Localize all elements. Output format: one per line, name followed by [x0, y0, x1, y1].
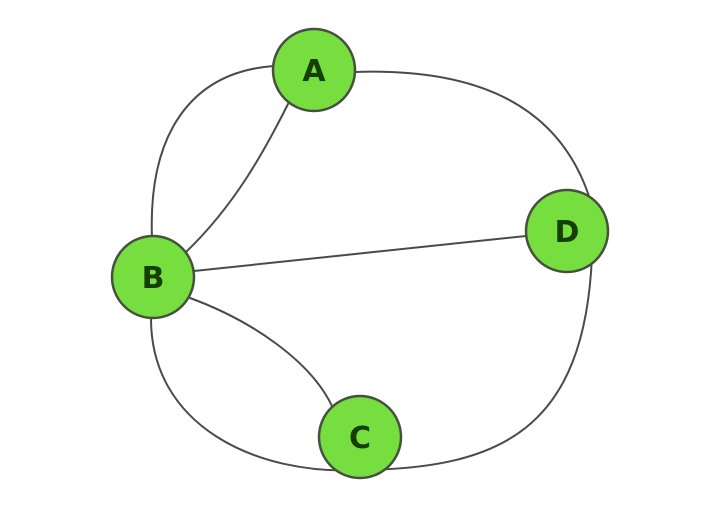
node-B-circle: [110, 234, 196, 320]
node-D: D: [524, 188, 610, 274]
edge-B-C-inner: [189, 297, 333, 407]
edge-A-B-inner: [185, 103, 289, 253]
edge-B-C-outer-bottom: [149, 316, 363, 472]
node-A-circle: [271, 27, 357, 113]
node-B: B: [110, 234, 196, 320]
node-A-label: A: [302, 54, 326, 89]
node-A: A: [271, 27, 357, 113]
node-D-circle: [524, 188, 610, 274]
node-B-label: B: [142, 261, 165, 296]
edge-A-D-outer-top: [354, 70, 597, 223]
node-C-circle: [317, 394, 403, 480]
node-C-label: C: [349, 421, 371, 456]
node-D-label: D: [555, 215, 580, 250]
edge-A-B-outer-left: [150, 65, 275, 239]
edge-C-D-outer-bottom: [361, 254, 593, 471]
edge-B-D-straight: [193, 235, 527, 272]
node-C: C: [317, 394, 403, 480]
